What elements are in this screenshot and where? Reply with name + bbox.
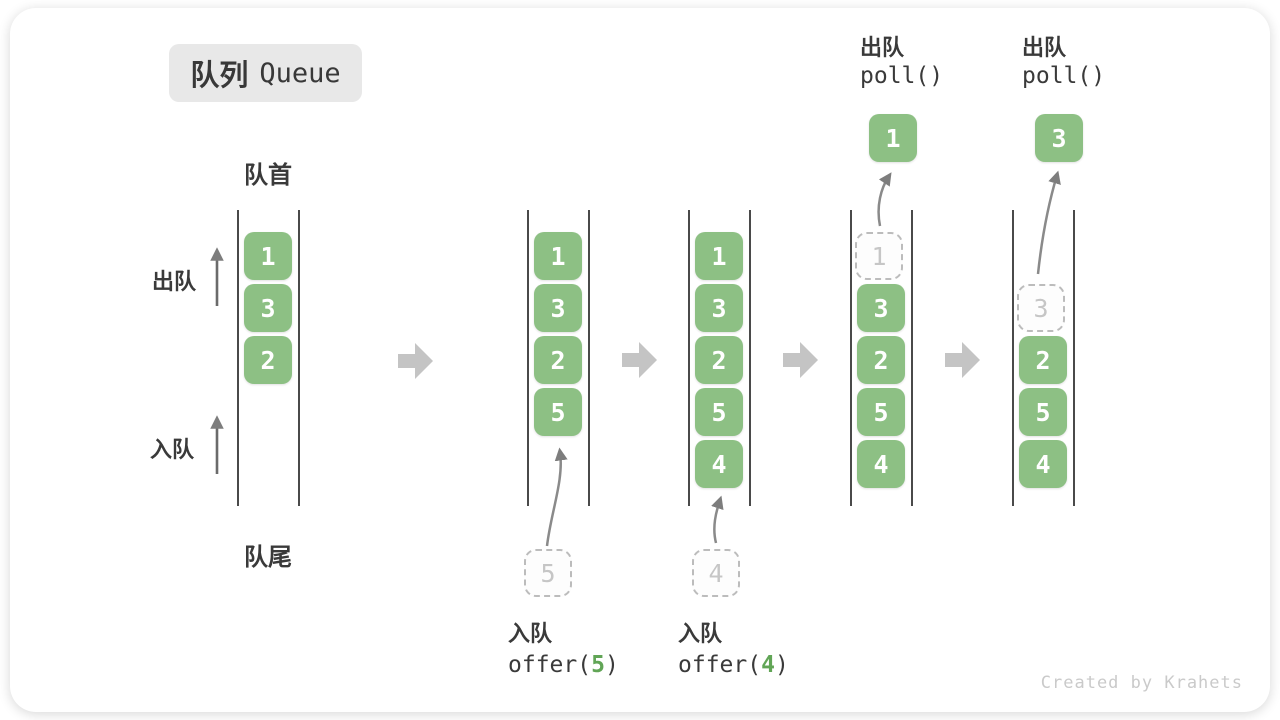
enqueue-side-label: 入队 [150,437,195,462]
removed-cell: 3 [1017,284,1065,332]
dequeue-op-label: 出队 [860,35,905,60]
next-state-arrow-icon [622,342,657,378]
code-close: ) [774,652,789,678]
code-close: ) [604,652,619,678]
enqueue-op-label: 入队 [508,621,553,646]
incoming-cell: 5 [524,549,572,597]
channel-line [688,210,690,506]
polled-value: 1 [869,114,917,162]
queue-cell: 4 [857,440,905,488]
channel-line [237,210,239,506]
queue-cell: 5 [534,388,582,436]
queue-cell: 4 [1019,440,1067,488]
title-en: Queue [259,57,341,89]
queue-cell: 3 [244,284,292,332]
queue-cell: 2 [534,336,582,384]
queue-cell: 4 [695,440,743,488]
enqueue-op-label: 入队 [678,621,723,646]
next-state-arrow-icon [783,342,818,378]
queue-cell: 5 [857,388,905,436]
queue-cell: 5 [695,388,743,436]
next-state-arrow-icon [398,343,433,379]
code-arg: 5 [591,652,605,678]
channel-line [1012,210,1014,506]
queue-cell: 5 [1019,388,1067,436]
poll-code: poll() [1022,63,1106,89]
queue-cell: 2 [695,336,743,384]
offer-code: offer(5) [508,652,619,678]
watermark: Created by Krahets [1040,673,1243,693]
queue-cell: 2 [1019,336,1067,384]
queue-cell: 2 [857,336,905,384]
title-badge: 队列 Queue [169,44,362,102]
next-state-arrow-icon [945,342,980,378]
channel-line [298,210,300,506]
dequeue-op-label: 出队 [1022,35,1067,60]
queue-cell: 3 [857,284,905,332]
code-arg: 4 [761,652,775,678]
queue-front-label: 队首 [244,162,292,189]
queue-cell: 3 [534,284,582,332]
channel-line [527,210,529,506]
dequeue-side-label: 出队 [152,269,197,294]
queue-cell: 1 [534,232,582,280]
queue-cell: 2 [244,336,292,384]
removed-cell: 1 [855,232,903,280]
channel-line [1073,210,1075,506]
channel-line [911,210,913,506]
queue-cell: 1 [244,232,292,280]
poll-code: poll() [860,63,944,89]
queue-cell: 3 [695,284,743,332]
queue-cell: 1 [695,232,743,280]
polled-value: 3 [1035,114,1083,162]
queue-rear-label: 队尾 [244,544,292,571]
code-fn: offer( [678,652,762,678]
channel-line [588,210,590,506]
code-fn: offer( [508,652,592,678]
channel-line [749,210,751,506]
title-zh: 队列 [190,60,249,92]
incoming-cell: 4 [692,549,740,597]
offer-code: offer(4) [678,652,789,678]
channel-line [850,210,852,506]
